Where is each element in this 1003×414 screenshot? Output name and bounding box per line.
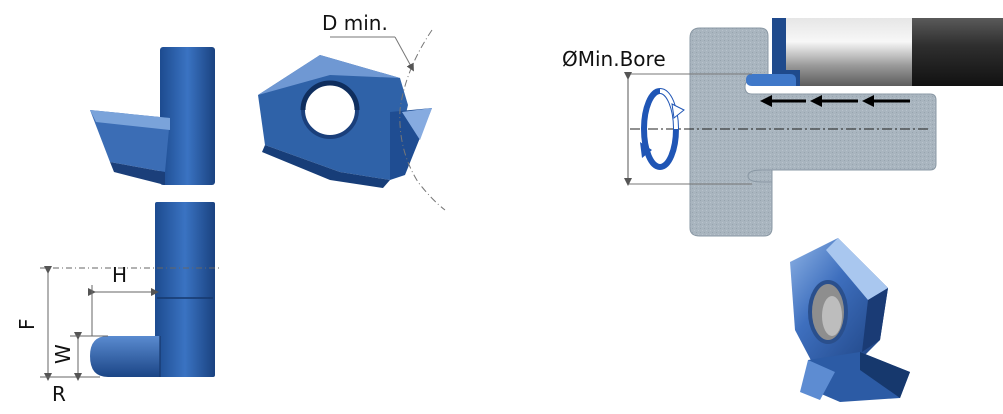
dimension-lines (40, 266, 222, 381)
insert-side-view-bottom (90, 202, 215, 377)
label-f: F (15, 318, 39, 330)
insert-in-bore (746, 74, 796, 86)
insert-cutting-tip (90, 336, 160, 377)
d-min-dimension (330, 29, 446, 211)
boring-bar-shank (912, 18, 1003, 86)
insert-holder (772, 18, 800, 86)
rotation-arrow-icon (640, 88, 685, 170)
label-d-min: D min. (322, 11, 388, 35)
label-w: W (51, 344, 75, 364)
insert-side-view-top (90, 47, 215, 185)
boring-bar-shaft (782, 18, 912, 86)
label-r: R (52, 382, 66, 406)
label-min-bore: ØMin.Bore (562, 47, 666, 71)
feed-arrow-icon (760, 95, 910, 107)
insert-top-view (258, 55, 432, 188)
label-h: H (112, 263, 127, 287)
insert-shank-top (160, 47, 215, 185)
boring-schematic (624, 18, 1003, 237)
insert-shank-bottom (155, 202, 215, 377)
insert-3d-view (790, 238, 910, 402)
